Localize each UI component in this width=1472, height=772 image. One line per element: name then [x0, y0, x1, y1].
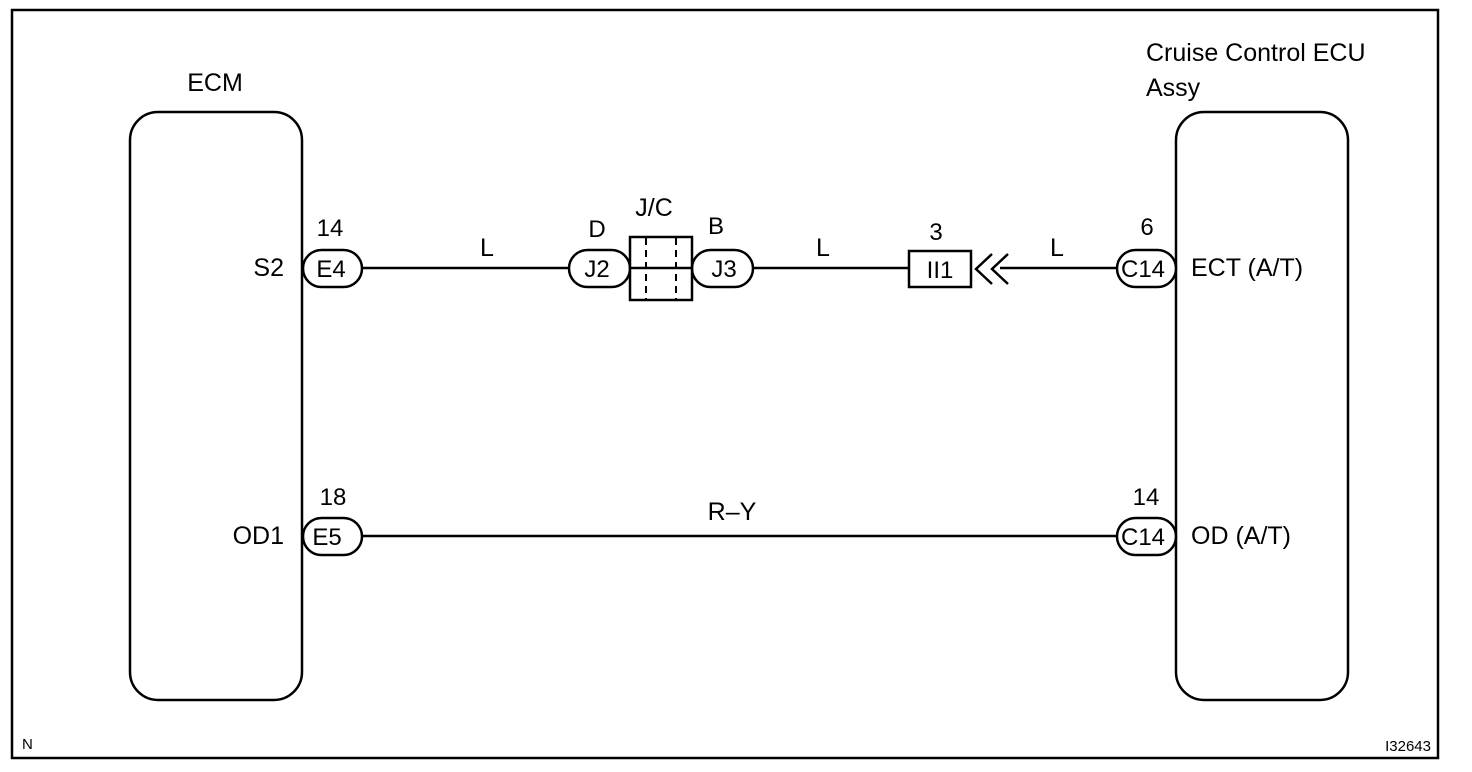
figure-id: I32643: [1385, 738, 1431, 755]
connector-j2-label: J2: [584, 256, 609, 283]
connector-j3-label: J3: [711, 256, 736, 283]
connector-e4: [301, 248, 364, 289]
connector-e5: [301, 516, 364, 557]
wire-label-ecm-to-jc: L: [480, 234, 494, 262]
connector-c14-od-label: C14: [1121, 524, 1165, 551]
wire-label-od: R–Y: [708, 498, 757, 526]
diagram-frame: [10, 8, 1440, 760]
connector-c14-ect: [1115, 248, 1178, 289]
ecu-ect-name: ECT (A/T): [1191, 254, 1303, 282]
ecu-ect-pin: 6: [1140, 214, 1153, 241]
ecm-s2-pin: 14: [317, 215, 344, 242]
ecu-od-pin: 14: [1133, 484, 1160, 511]
ecm-od1-name: OD1: [233, 522, 284, 550]
wire-label-inline-to-ecu: L: [1050, 234, 1064, 262]
ecm-box: [128, 110, 304, 702]
jc-left-terminal: D: [588, 216, 605, 243]
inline-chevron-1-icon: [974, 253, 993, 285]
inline-pin: 3: [929, 219, 942, 246]
cruise-ecu-box: [1174, 110, 1350, 702]
inline-chevron-2-icon: [990, 253, 1009, 285]
wire-label-jc-to-inline: L: [816, 234, 830, 262]
jc-label: J/C: [635, 194, 673, 222]
cruise-ecu-label-line2: Assy: [1146, 74, 1201, 102]
connector-e5-label: E5: [312, 524, 341, 551]
connector-ii1-label: II1: [927, 257, 954, 284]
connector-c14-od: [1115, 516, 1178, 557]
jc-right-terminal: B: [708, 213, 724, 240]
corner-mark-n: N: [22, 736, 33, 753]
cruise-ecu-label-line1: Cruise Control ECU: [1146, 39, 1366, 67]
connector-ii1: [907, 249, 973, 289]
connector-c14-ect-label: C14: [1121, 256, 1165, 283]
ecu-od-name: OD (A/T): [1191, 522, 1291, 550]
ecm-s2-name: S2: [253, 254, 284, 282]
ecm-label: ECM: [187, 69, 243, 97]
connector-e4-label: E4: [316, 256, 345, 283]
ecm-od1-pin: 18: [320, 484, 347, 511]
